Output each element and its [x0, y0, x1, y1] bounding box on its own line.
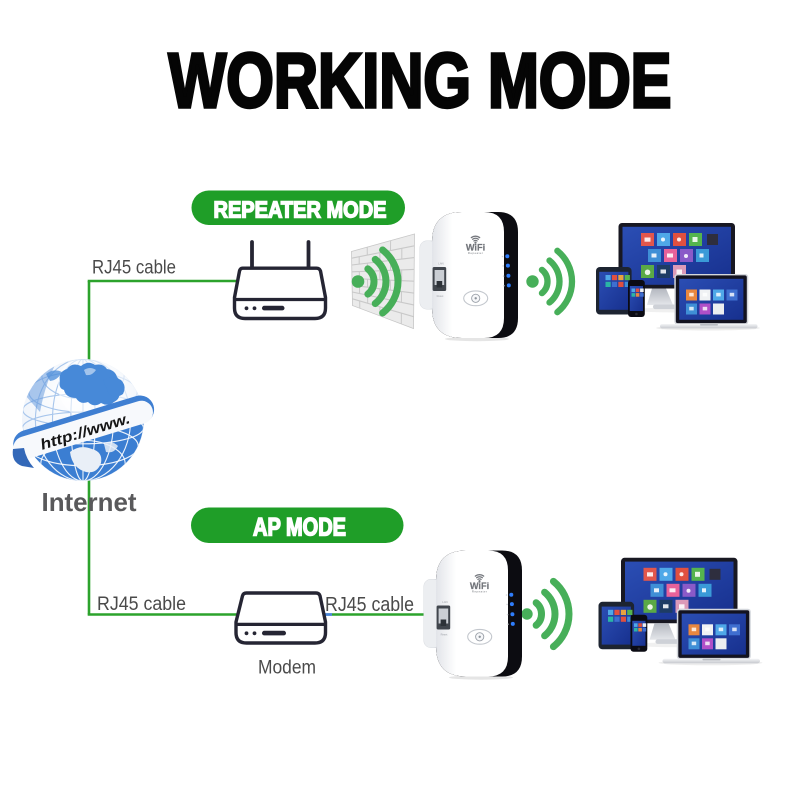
svg-text:Internet: Internet	[42, 487, 137, 517]
svg-text:WORKING MODE: WORKING MODE	[169, 38, 672, 124]
svg-text:RJ45 cable: RJ45 cable	[97, 594, 186, 615]
svg-text:REPEATER MODE: REPEATER MODE	[214, 197, 387, 223]
svg-text:RJ45 cable: RJ45 cable	[325, 594, 414, 616]
svg-text:AP MODE: AP MODE	[253, 514, 346, 542]
svg-text:Modem: Modem	[258, 657, 316, 679]
svg-text:RJ45 cable: RJ45 cable	[92, 258, 176, 279]
